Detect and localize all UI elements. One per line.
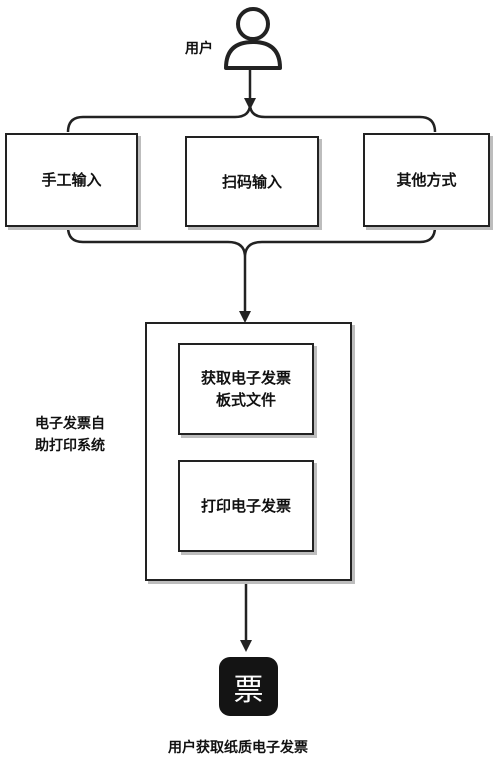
system-label: 电子发票自 助打印系统: [35, 413, 105, 457]
user-label: 用户: [185, 41, 213, 57]
system-label-line-1: 电子发票自: [35, 416, 105, 432]
other-methods-box: 其他方式: [363, 133, 490, 227]
get-invoice-file-line-1: 获取电子发票: [200, 369, 291, 387]
scan-input-label: 扫码输入: [221, 172, 282, 191]
manual-input-box: 手工输入: [5, 133, 138, 227]
get-invoice-file-line-2: 板式文件: [215, 391, 276, 409]
scan-input-box: 扫码输入: [185, 136, 319, 227]
top-brace: [66, 103, 437, 133]
print-invoice-step-box: 打印电子发票: [178, 460, 314, 552]
get-invoice-file-step-box: 获取电子发票 板式文件: [178, 343, 314, 435]
bottom-brace: [66, 226, 437, 258]
output-caption: 用户获取纸质电子发票: [168, 740, 308, 756]
invoice-ticket-icon: 票: [219, 657, 278, 716]
user-icon: [224, 7, 282, 70]
manual-input-label: 手工输入: [41, 171, 102, 189]
ticket-icon-char: 票: [233, 672, 264, 708]
system-label-line-2: 助打印系统: [35, 438, 105, 454]
print-invoice-label: 打印电子发票: [200, 497, 291, 515]
other-methods-label: 其他方式: [396, 171, 457, 189]
